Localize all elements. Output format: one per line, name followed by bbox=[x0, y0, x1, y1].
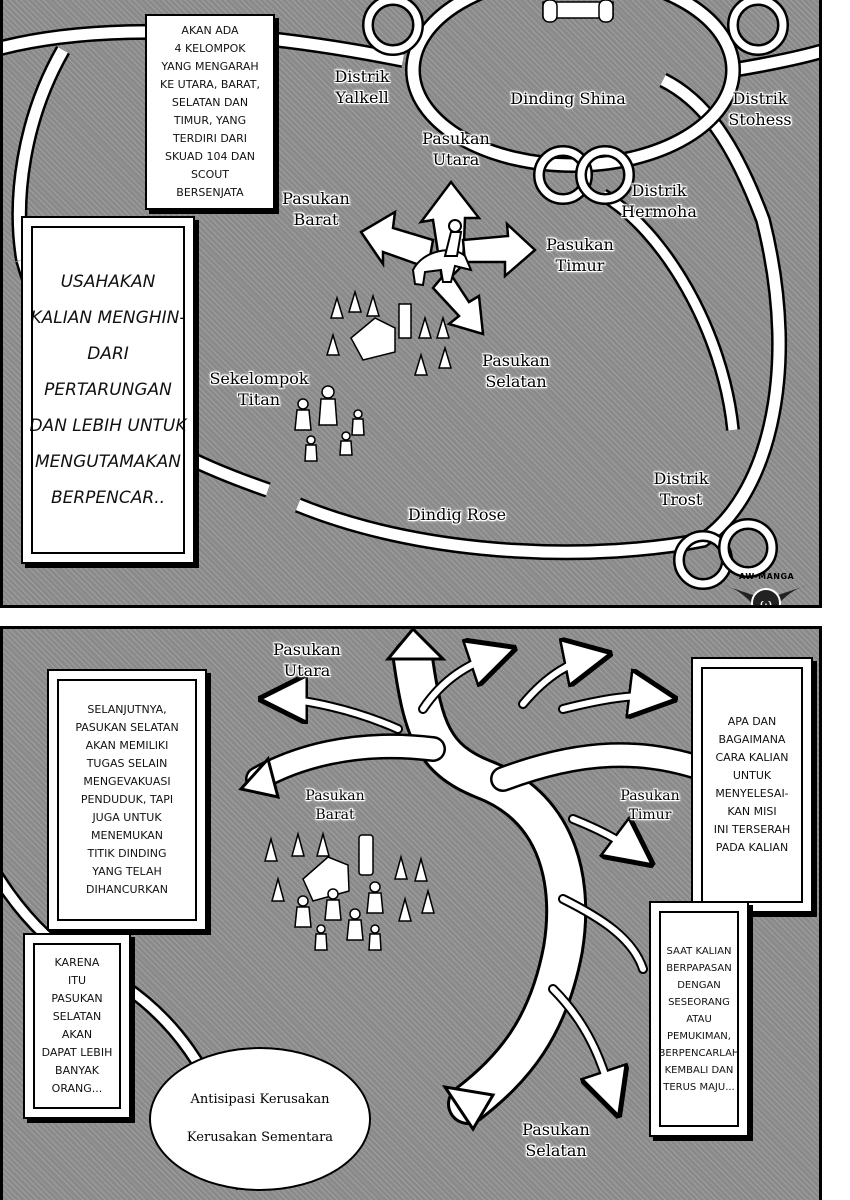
aw-manga-logo-icon: ω bbox=[723, 585, 808, 608]
caption-box-berpencar: Usahakankalian menghin- daripertarungan … bbox=[21, 216, 195, 564]
oval-kerusakan: Antisipasi Kerusakan Kerusakan Sementara bbox=[149, 1047, 371, 1191]
svg-text:ω: ω bbox=[760, 595, 772, 608]
wall-sina bbox=[362, 0, 789, 590]
castle-icon bbox=[542, 0, 614, 23]
caption-box-saat-kalian: Saat kalianberpapasan denganseseorang at… bbox=[649, 901, 749, 1137]
rider-icon bbox=[411, 219, 473, 287]
caption-box-kelompok: Akan ada4 kelompok yang mengarahke utara… bbox=[145, 14, 275, 210]
caption-box-karena: Karenaitu pasukanselatan akandapat lebih… bbox=[23, 933, 131, 1119]
label-dindig-rose: Dindig Rose bbox=[407, 505, 507, 524]
titans-icon bbox=[294, 385, 365, 462]
logo-text: AW-MANGA bbox=[739, 572, 795, 581]
titans-icon bbox=[294, 881, 384, 951]
house-icon bbox=[350, 303, 412, 361]
trees-icon bbox=[325, 289, 453, 376]
main-branch-arrows bbox=[245, 654, 716, 1125]
oval-line-sementara: Kerusakan Sementara bbox=[186, 1130, 334, 1145]
caption-box-apa-dan-bagaimana: Apa danbagaimana cara kalianuntuk menyel… bbox=[691, 657, 813, 913]
trees-icon bbox=[264, 831, 435, 922]
caption-box-selanjutnya: Selanjutnya,pasukan selatan akan memilik… bbox=[47, 669, 207, 931]
label-dinding-shina: Dinding Shina bbox=[510, 89, 626, 108]
branching-arrows-illustration bbox=[3, 629, 731, 1191]
house-icon bbox=[302, 834, 374, 902]
oval-line-antisipasi: Antisipasi Kerusakan bbox=[190, 1092, 330, 1107]
